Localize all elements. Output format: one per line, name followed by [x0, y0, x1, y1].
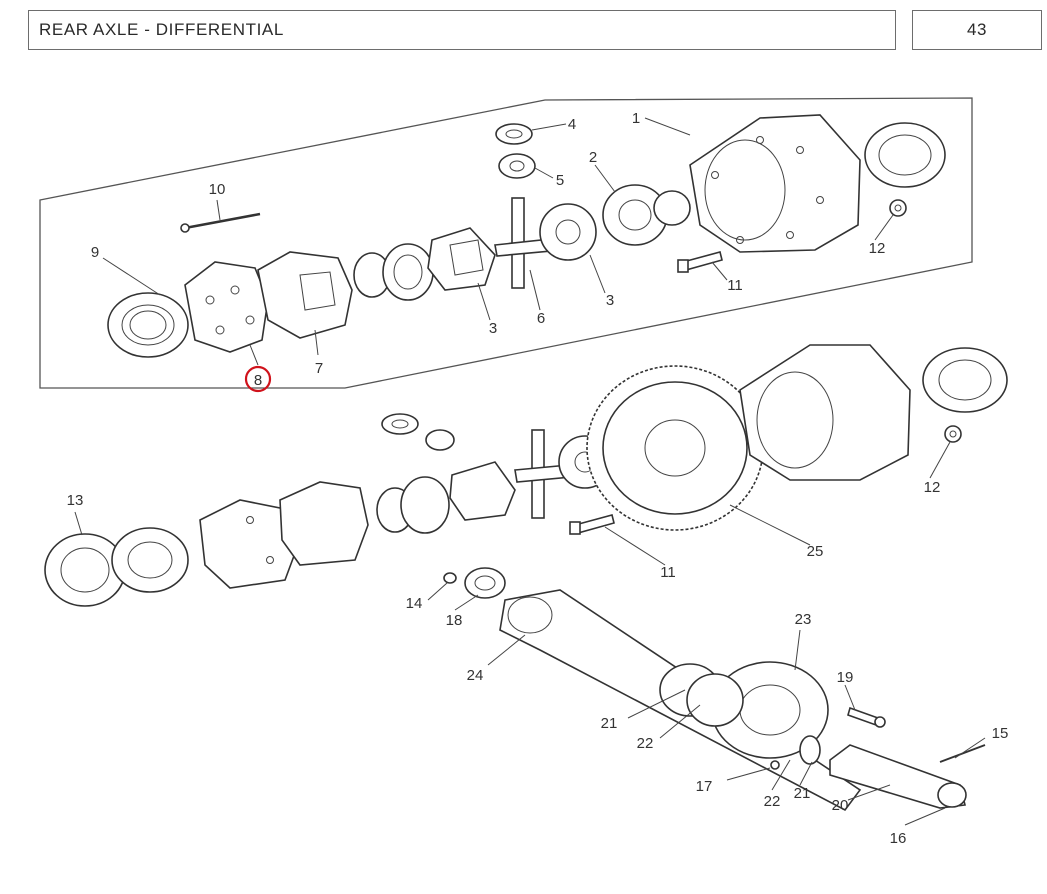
nut-12-lower [944, 425, 962, 443]
callout-16[interactable]: 16 [890, 830, 907, 847]
callout-13[interactable]: 13 [67, 492, 84, 509]
callout-18[interactable]: 18 [446, 612, 463, 629]
callout-20[interactable]: 20 [832, 797, 849, 814]
callout-11-b[interactable]: 11 [660, 564, 676, 581]
highlight-ring-8 [244, 365, 272, 393]
page-number-box: 43 [912, 10, 1042, 50]
bolt-19 [847, 706, 886, 728]
crown-wheel-25 [586, 365, 764, 531]
callout-8[interactable]: 8 [254, 372, 262, 389]
callout-6[interactable]: 6 [537, 310, 545, 327]
page-title: REAR AXLE - DIFFERENTIAL [39, 20, 284, 39]
pinion-gear-5 [498, 153, 536, 179]
rings-lower [376, 476, 450, 534]
bearing-right-upper [864, 122, 946, 188]
shaft-20 [829, 744, 967, 809]
side-gear-3-right [539, 203, 597, 261]
callout-22[interactable]: 22 [637, 735, 654, 752]
bolt-11-lower [569, 514, 615, 535]
washer-4 [495, 123, 533, 145]
page-number: 43 [966, 20, 988, 39]
case-half-7 [257, 251, 353, 339]
callout-22-b[interactable]: 22 [764, 793, 781, 810]
callout-11[interactable]: 11 [727, 277, 743, 294]
inset-frame [39, 97, 973, 389]
parts-17-22-21 [770, 735, 821, 770]
callout-21[interactable]: 21 [601, 715, 618, 732]
callout-17[interactable]: 17 [696, 778, 713, 795]
case-lower-left [199, 499, 299, 589]
pinion-lower [425, 429, 455, 451]
housing-1 [689, 114, 861, 253]
callout-12[interactable]: 12 [869, 240, 886, 257]
nut-12-upper [889, 199, 907, 217]
bearing-left-lower [111, 527, 189, 593]
thrust-washer-2 [602, 184, 691, 246]
case-half-8 [184, 261, 269, 353]
side-gear-3-left [427, 227, 496, 291]
callout-24[interactable]: 24 [467, 667, 484, 684]
shim-21-22 [659, 663, 744, 727]
callout-21-b[interactable]: 21 [794, 785, 811, 802]
pin-10 [180, 212, 261, 233]
thrust-rings [353, 243, 434, 301]
bolt-11-upper [677, 251, 723, 273]
callout-23[interactable]: 23 [795, 611, 812, 628]
bearing-9 [107, 292, 189, 358]
callout-25[interactable]: 25 [807, 543, 824, 560]
leader-lines [74, 117, 986, 826]
callout-1[interactable]: 1 [632, 110, 640, 127]
case-lower-middle [279, 481, 369, 566]
callout-labels: 1 2 3 3 4 5 6 7 8 9 10 11 12 12 11 25 13… [67, 110, 1009, 847]
callout-14[interactable]: 14 [406, 595, 423, 612]
callout-7[interactable]: 7 [315, 360, 323, 377]
bearing-18 [464, 567, 506, 599]
clip-14 [443, 572, 457, 584]
washer-lower [381, 413, 419, 435]
callout-4[interactable]: 4 [568, 116, 576, 133]
callout-3-b[interactable]: 3 [489, 320, 497, 337]
side-gear-lower [449, 461, 516, 521]
title-box: REAR AXLE - DIFFERENTIAL [28, 10, 896, 50]
callout-2[interactable]: 2 [589, 149, 597, 166]
callout-10[interactable]: 10 [209, 181, 226, 198]
housing-lower [739, 344, 911, 481]
callout-3[interactable]: 3 [606, 292, 614, 309]
callout-19[interactable]: 19 [837, 669, 854, 686]
callout-15[interactable]: 15 [992, 725, 1009, 742]
callout-9[interactable]: 9 [91, 244, 99, 261]
callout-12-b[interactable]: 12 [924, 479, 941, 496]
seal-13 [44, 533, 126, 607]
callout-5[interactable]: 5 [556, 172, 564, 189]
bearing-right-lower [922, 347, 1008, 413]
